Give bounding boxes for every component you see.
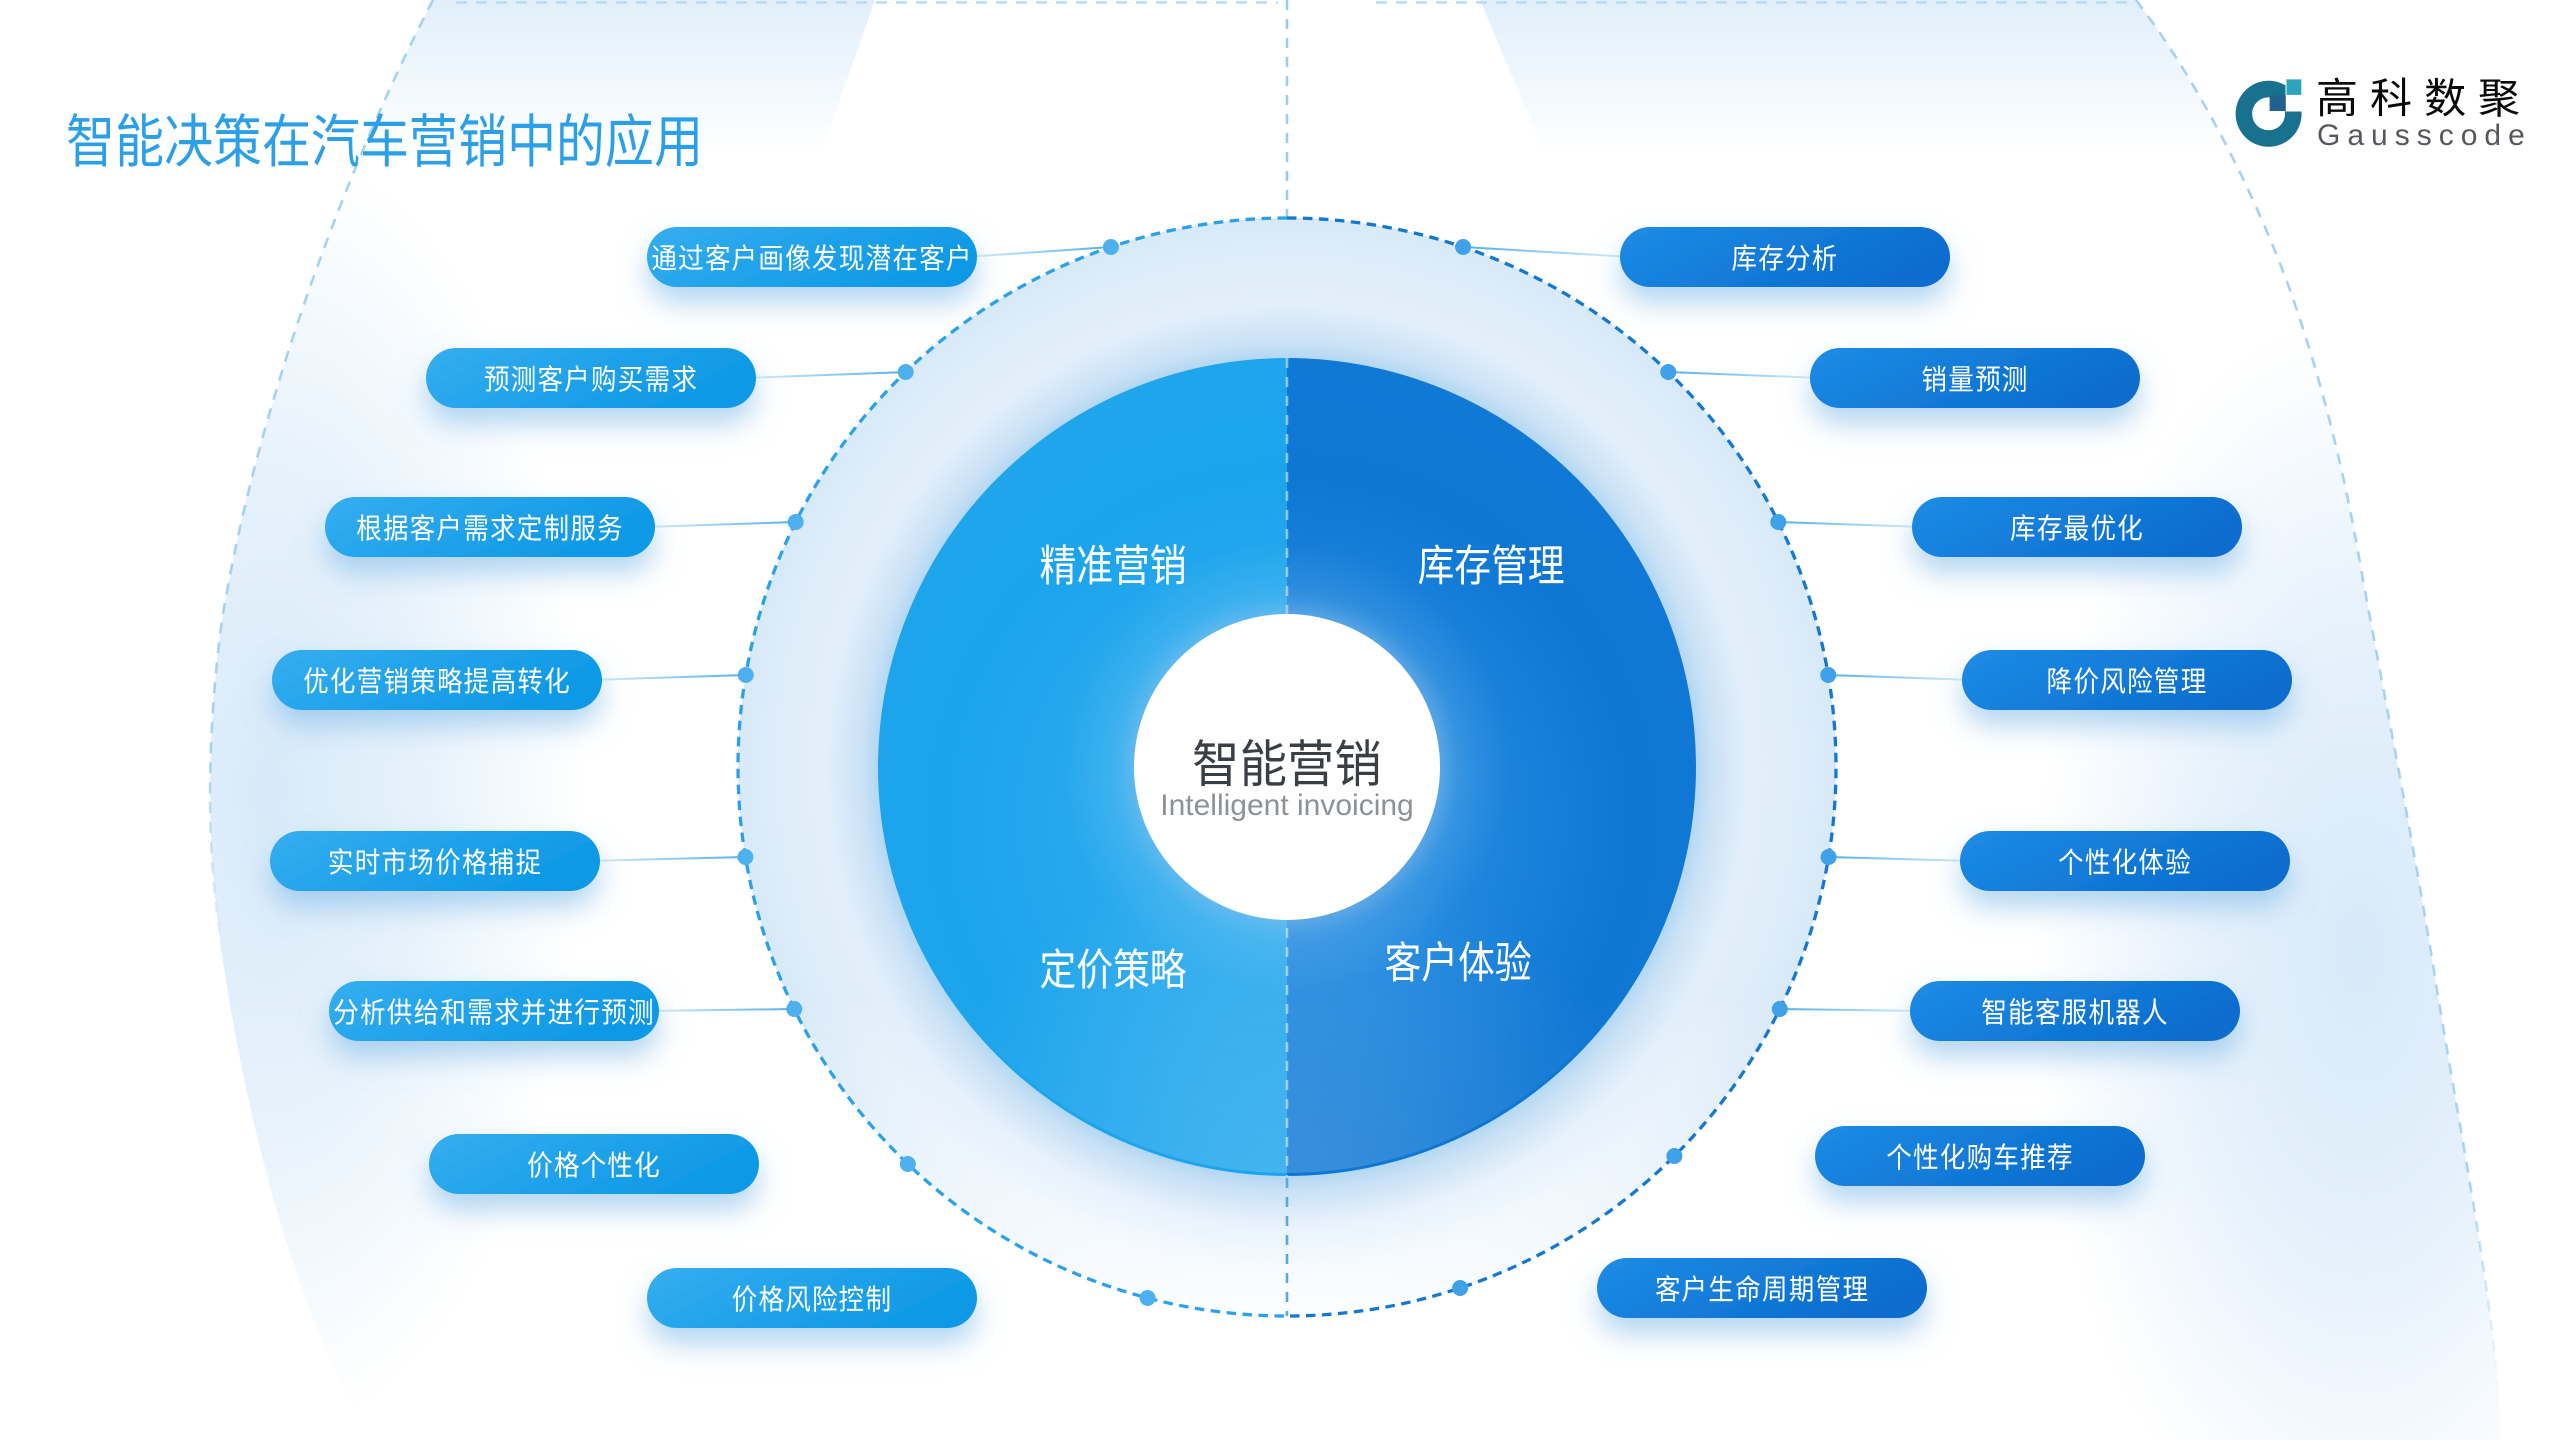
svg-text:智能营销: 智能营销: [1192, 724, 1382, 798]
svg-text:销量预测: 销量预测: [1921, 356, 2028, 398]
svg-text:分析供给和需求并进行预测: 分析供给和需求并进行预测: [333, 989, 654, 1031]
svg-text:优化营销策略提高转化: 优化营销策略提高转化: [303, 658, 571, 700]
svg-text:库存管理: 库存管理: [1417, 530, 1564, 594]
svg-text:实时市场价格捕捉: 实时市场价格捕捉: [328, 839, 542, 881]
svg-text:高科数聚: 高科数聚: [2316, 65, 2532, 126]
svg-text:智能客服机器人: 智能客服机器人: [1981, 989, 2169, 1031]
svg-text:客户生命周期管理: 客户生命周期管理: [1655, 1266, 1869, 1308]
svg-text:价格风险控制: 价格风险控制: [732, 1276, 893, 1318]
svg-text:定价策略: 定价策略: [1039, 934, 1187, 998]
svg-text:库存最优化: 库存最优化: [2010, 505, 2144, 547]
svg-text:个性化体验: 个性化体验: [2058, 839, 2192, 881]
svg-text:个性化购车推荐: 个性化购车推荐: [1886, 1134, 2074, 1176]
svg-text:根据客户需求定制服务: 根据客户需求定制服务: [356, 505, 624, 547]
svg-text:Intelligent invoicing: Intelligent invoicing: [1160, 789, 1414, 822]
svg-text:Gausscode: Gausscode: [2317, 119, 2532, 152]
svg-text:库存分析: 库存分析: [1731, 235, 1838, 277]
svg-text:通过客户画像发现潜在客户: 通过客户画像发现潜在客户: [651, 235, 972, 277]
svg-text:降价风险管理: 降价风险管理: [2047, 658, 2208, 700]
svg-text:智能决策在汽车营销中的应用: 智能决策在汽车营销中的应用: [66, 96, 703, 179]
svg-text:精准营销: 精准营销: [1039, 530, 1186, 594]
svg-text:客户体验: 客户体验: [1384, 927, 1531, 991]
svg-text:预测客户购买需求: 预测客户购买需求: [484, 356, 698, 398]
svg-text:价格个性化: 价格个性化: [527, 1142, 661, 1184]
